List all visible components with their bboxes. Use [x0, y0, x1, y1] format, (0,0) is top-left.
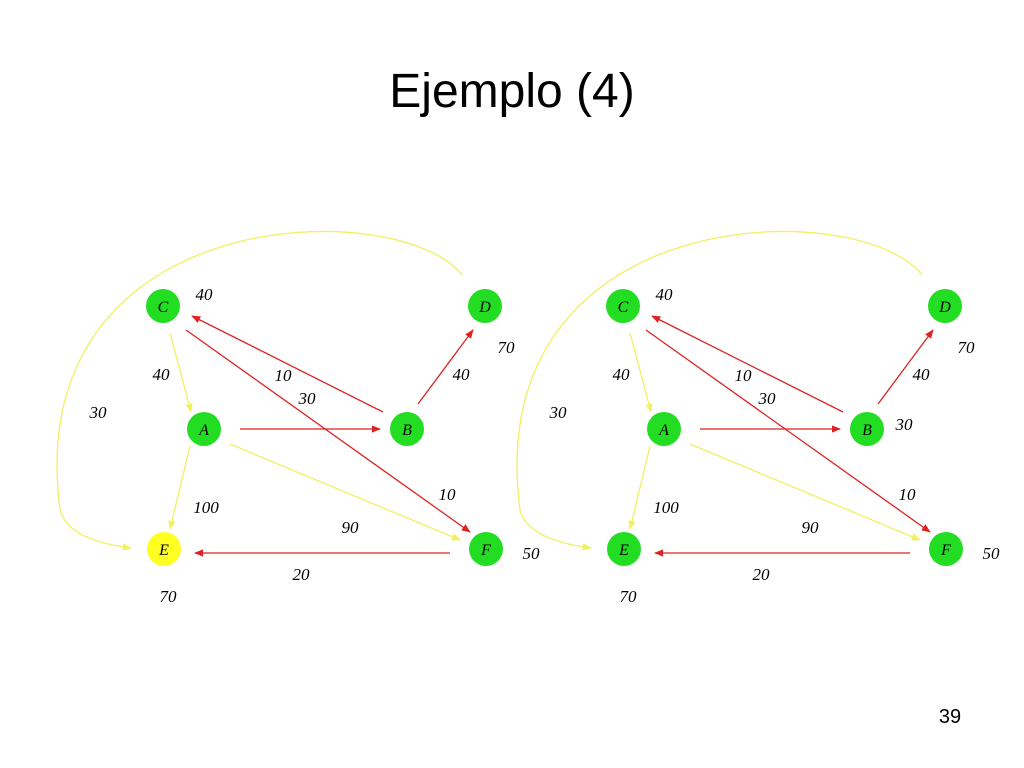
edge-weight-left-a-b: 30	[298, 389, 317, 408]
node-right-f: F	[929, 532, 963, 566]
edge-right-b-d	[877, 329, 934, 405]
node-left-c: C	[146, 289, 180, 323]
edge-weight-left-b-d: 40	[453, 365, 471, 384]
node-value-right-c: 40	[656, 285, 674, 304]
node-right-a: A	[647, 412, 681, 446]
node-label-left-f: F	[480, 542, 491, 559]
edge-weight-left-a-e: 100	[193, 498, 219, 517]
edge-left-c-a	[169, 332, 193, 413]
edge-weight-right-d-e: 30	[549, 403, 568, 422]
node-right-e: E	[607, 532, 641, 566]
edge-weight-right-b-d: 40	[913, 365, 931, 384]
node-value-right-b: 30	[895, 415, 914, 434]
node-label-right-a: A	[658, 422, 669, 439]
node-value-right-a: 40	[613, 365, 631, 384]
node-circle-left-c	[146, 289, 180, 323]
edge-weight-left-c-f: 10	[439, 485, 457, 504]
edge-weight-left-b-c: 10	[275, 366, 293, 385]
edge-left-a-e	[168, 445, 191, 530]
edge-weight-right-c-f: 10	[899, 485, 917, 504]
node-label-left-d: D	[478, 299, 491, 316]
node-circle-right-f	[929, 532, 963, 566]
node-value-left-a: 40	[153, 365, 171, 384]
node-right-c: C	[606, 289, 640, 323]
node-circle-left-e	[147, 532, 181, 566]
edge-right-c-f	[645, 329, 931, 533]
node-circle-right-b	[850, 412, 884, 446]
node-circle-left-f	[469, 532, 503, 566]
node-label-right-d: D	[938, 299, 951, 316]
node-value-left-e: 70	[160, 587, 178, 606]
node-circle-left-d	[468, 289, 502, 323]
edge-right-b-c	[651, 315, 844, 413]
edge-weight-right-a-f: 90	[802, 518, 820, 537]
node-value-right-d: 70	[958, 338, 976, 357]
edge-left-b-d	[417, 329, 474, 405]
node-label-right-b: B	[862, 422, 872, 439]
page-number: 39	[938, 706, 962, 728]
edge-right-a-f	[689, 443, 921, 541]
edge-weight-left-f-e: 20	[293, 565, 311, 584]
node-left-a: A	[187, 412, 221, 446]
node-circle-right-a	[647, 412, 681, 446]
edge-left-b-c	[191, 315, 384, 413]
node-left-f: F	[469, 532, 503, 566]
edge-left-a-f	[229, 443, 461, 541]
node-value-left-c: 40	[196, 285, 214, 304]
node-label-left-b: B	[402, 422, 412, 439]
node-value-left-f: 50	[523, 544, 541, 563]
node-label-right-e: E	[618, 542, 629, 559]
node-left-d: D	[468, 289, 502, 323]
node-circle-right-c	[606, 289, 640, 323]
edge-right-c-a	[629, 332, 653, 413]
node-left-e: E	[147, 532, 181, 566]
node-label-right-f: F	[940, 542, 951, 559]
edge-weight-right-f-e: 20	[753, 565, 771, 584]
edge-right-d-e	[516, 230, 923, 551]
node-value-right-f: 50	[983, 544, 1001, 563]
edge-left-d-e	[56, 230, 463, 551]
edge-right-a-e	[628, 445, 651, 530]
edge-weight-right-a-e: 100	[653, 498, 679, 517]
node-right-b: B	[850, 412, 884, 446]
edge-weight-left-a-f: 90	[342, 518, 360, 537]
edge-weight-left-d-e: 30	[89, 403, 108, 422]
slide-title: Ejemplo (4)	[389, 65, 635, 118]
node-label-right-c: C	[618, 299, 629, 316]
node-left-b: B	[390, 412, 424, 446]
node-label-left-e: E	[158, 542, 169, 559]
edge-weight-right-a-b: 30	[758, 389, 777, 408]
edge-left-c-f	[185, 329, 471, 533]
node-circle-right-d	[928, 289, 962, 323]
node-right-d: D	[928, 289, 962, 323]
node-circle-left-a	[187, 412, 221, 446]
node-value-left-d: 70	[498, 338, 516, 357]
node-circle-left-b	[390, 412, 424, 446]
node-value-right-e: 70	[620, 587, 638, 606]
node-circle-right-e	[607, 532, 641, 566]
node-label-left-a: A	[198, 422, 209, 439]
edge-weight-right-b-c: 10	[735, 366, 753, 385]
node-label-left-c: C	[158, 299, 169, 316]
